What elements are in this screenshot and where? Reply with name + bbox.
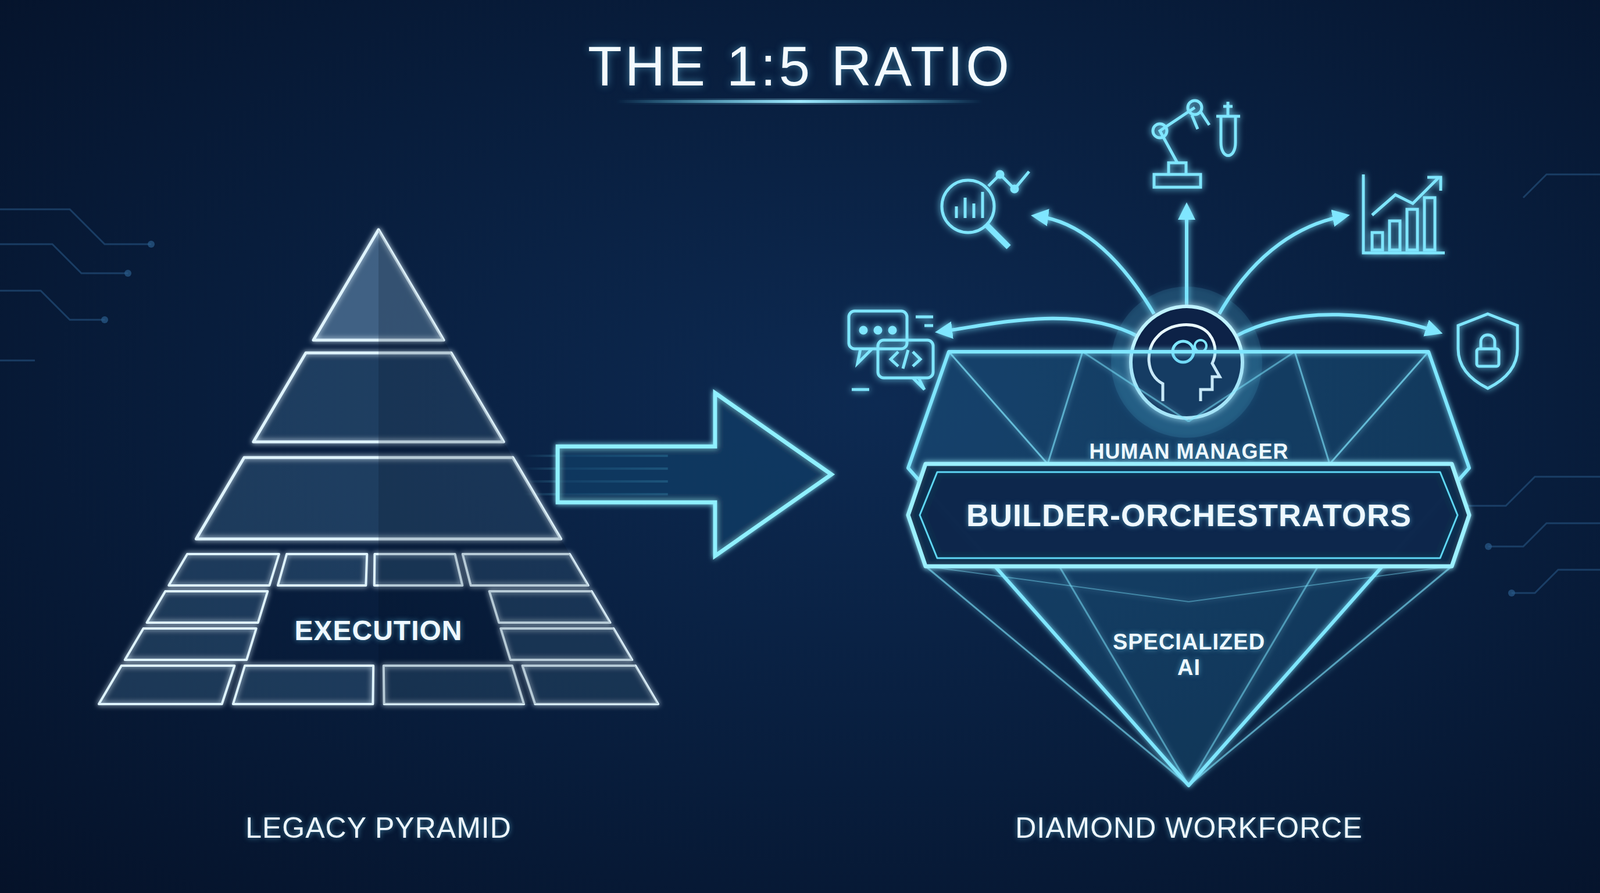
diamond-node: HUMAN MANAGERSPECIALIZED AIDIAMOND WORKF… [908, 351, 1470, 786]
facet-line [1188, 566, 1453, 786]
pyramid-brick [233, 665, 374, 705]
block-arrow [522, 393, 832, 556]
node-label: BUILDER-ORCHESTRATORS [966, 497, 1412, 534]
pyramid-brick [147, 591, 269, 623]
title: THE 1:5 RATIO [587, 34, 1013, 99]
pyramid-brick [98, 665, 235, 705]
arrow-outline [557, 393, 832, 556]
facet-line [948, 351, 1048, 464]
band-node: BUILDER-ORCHESTRATORS [908, 463, 1470, 567]
pyramid-brick [168, 554, 280, 586]
facet-line [925, 566, 1189, 602]
facet-line [1047, 351, 1083, 464]
pyramid-node: EXECUTIONLEGACY PYRAMID [98, 229, 659, 705]
title-underline [616, 100, 983, 103]
node-label: DIAMOND WORKFORCE [1015, 811, 1363, 846]
node-label: SPECIALIZED AI [1107, 629, 1271, 681]
facet-line [1188, 566, 1453, 602]
diamond-outline [908, 351, 1470, 786]
robot-arm-icon [1152, 100, 1241, 188]
analytics-icon [941, 171, 1030, 248]
diamond-shape [908, 351, 1470, 786]
icons [848, 100, 1518, 390]
band-inner-line [919, 472, 1458, 559]
node-label: LEGACY PYRAMID [245, 811, 512, 846]
facet-line [1294, 351, 1330, 464]
facet-line [1329, 351, 1429, 464]
facet-line [1082, 351, 1189, 422]
security-shield-icon [1458, 313, 1518, 389]
growth-chart-icon [1363, 174, 1445, 253]
facet-line [925, 566, 1189, 786]
pyramid-brick [277, 554, 367, 586]
band-outline [908, 463, 1470, 567]
chat-icon [848, 311, 934, 390]
facet-line [1188, 351, 1296, 422]
pyramid-brick [125, 628, 257, 660]
node-label: EXECUTION [294, 614, 463, 647]
node-label: HUMAN MANAGER [1089, 439, 1289, 464]
